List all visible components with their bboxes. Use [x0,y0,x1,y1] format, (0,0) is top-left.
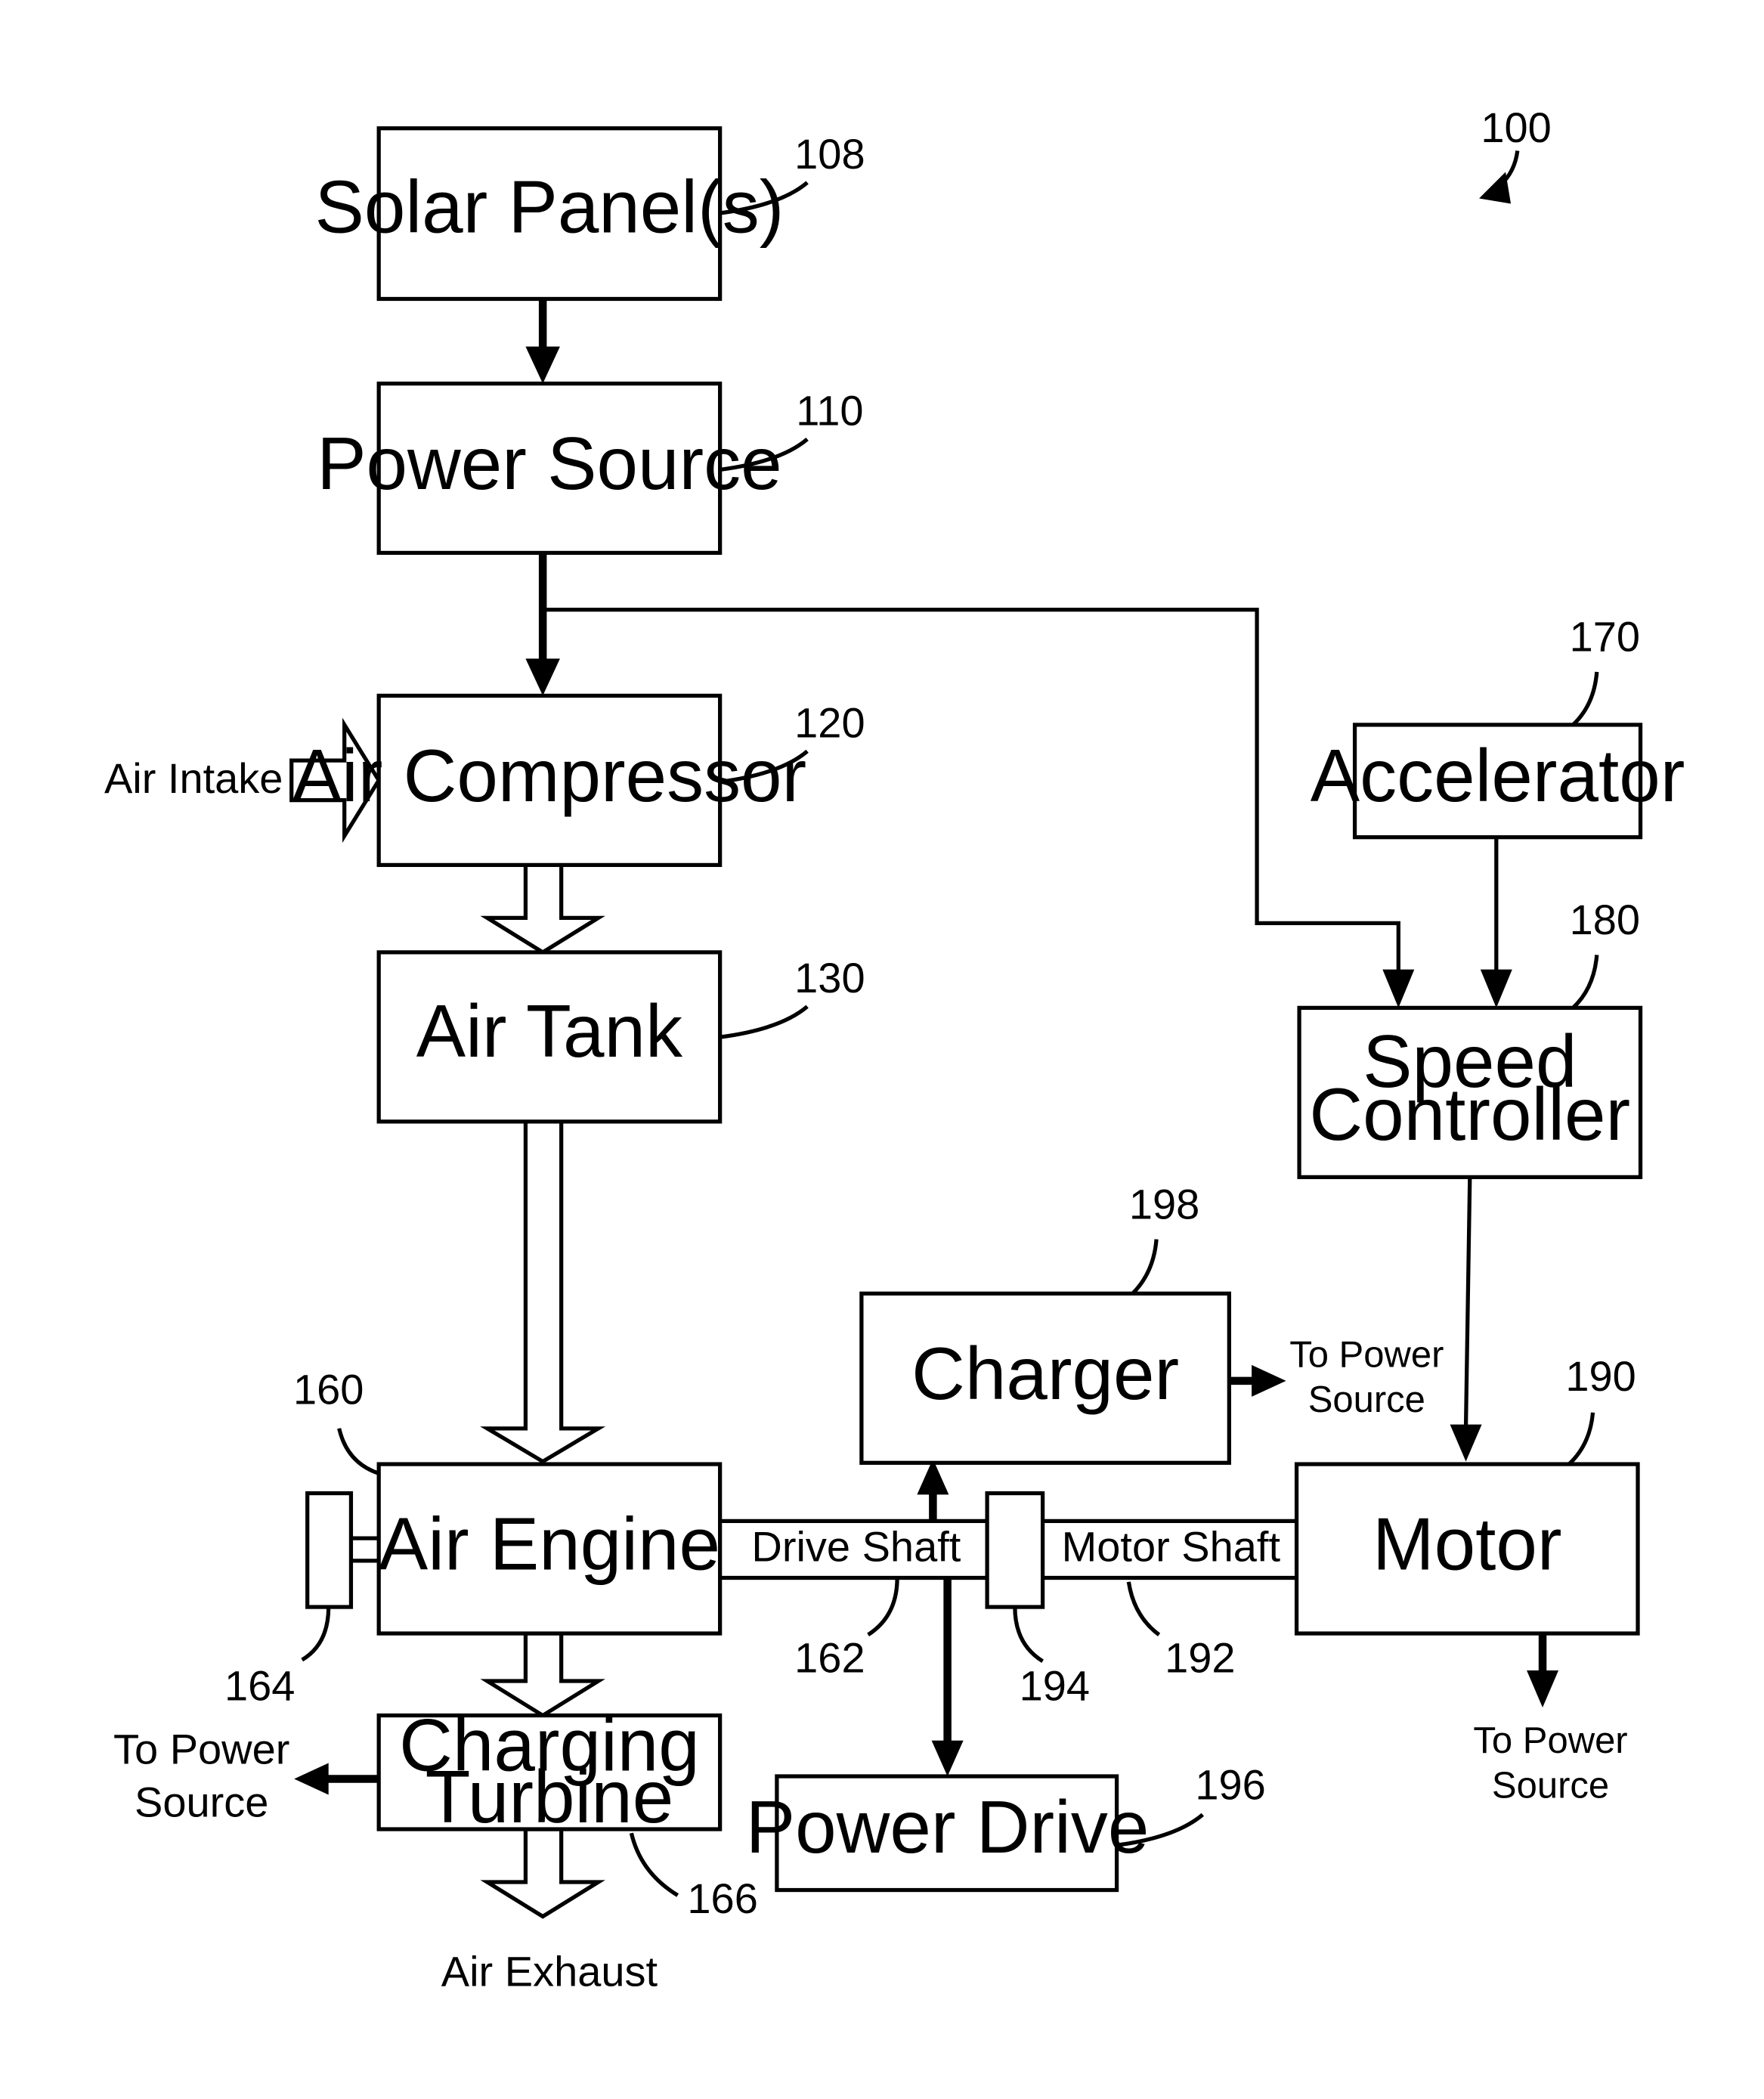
ref-charger: 198 [1129,1180,1199,1228]
arrow-charger-to-power-source [1229,1365,1286,1397]
block-power-drive: Power Drive [746,1776,1150,1890]
air-engine-label: Air Engine [379,1503,720,1586]
engine-flywheel [308,1494,351,1607]
air-intake-label: Air Intake [104,754,283,802]
arrow-shaft-to-power-drive [932,1578,964,1776]
arrow-motor-to-power-source [1527,1633,1558,1707]
arrow-solar-to-power-source [525,299,559,383]
power-drive-label: Power Drive [746,1785,1150,1868]
ref-charging-turbine: 166 [687,1875,757,1922]
block-charging-turbine: Charging Turbine [379,1704,720,1838]
ref-air-engine: 160 [293,1365,364,1413]
ref-air-compressor: 120 [794,698,865,746]
charger-output-label-line2: Source [1308,1379,1425,1420]
arrow-power-source-to-compressor [525,553,559,695]
block-air-engine: Air Engine [379,1464,720,1633]
arrow-speed-controller-to-motor [1450,1177,1482,1461]
block-charger: Charger [862,1293,1229,1463]
ref-power-drive: 196 [1195,1761,1265,1809]
block-air-tank: Air Tank [379,952,720,1122]
solar-panels-label: Solar Panel(s) [315,166,785,249]
air-tank-label: Air Tank [416,989,683,1073]
engine-stub-shaft [351,1538,379,1561]
arrow-turbine-to-power-source [294,1763,379,1795]
drive-shaft-label: Drive Shaft [751,1523,961,1571]
turbine-output-label-line2: Source [135,1778,268,1825]
block-solar-panels: Solar Panel(s) [315,128,785,299]
motor-output-label-line2: Source [1492,1766,1609,1806]
block-speed-controller: Speed Controller [1299,1008,1640,1177]
ref-power-source: 110 [796,386,863,434]
ref-accelerator: 170 [1570,613,1640,661]
turbine-output-label-line1: To Power [113,1725,289,1772]
charger-label: Charger [911,1332,1179,1415]
motor-output-label-line1: To Power [1473,1720,1627,1761]
block-power-source: Power Source [317,383,781,553]
ref-solar-panels: 108 [794,130,865,178]
ref-shaft-coupling: 194 [1020,1661,1090,1709]
block-accelerator: Accelerator [1311,725,1685,837]
figure-number: 100 [1481,104,1551,151]
arrow-shaft-to-charger [917,1459,949,1521]
ref-motor-shaft: 192 [1165,1634,1235,1682]
ref-air-tank: 130 [794,954,865,1002]
charging-turbine-label-line2: Turbine [426,1755,674,1838]
air-flow-arrow-compressor-to-tank [487,865,599,952]
air-exhaust-label: Air Exhaust [441,1947,658,1995]
ref-engine-flywheel: 164 [224,1661,295,1709]
air-exhaust-arrow [487,1829,599,1916]
air-flow-arrow-tank-to-engine [487,1122,599,1462]
figure-pointer [1479,150,1518,203]
motor-label: Motor [1373,1503,1561,1586]
accelerator-label: Accelerator [1311,734,1685,817]
motor-shaft-label: Motor Shaft [1062,1523,1281,1571]
arrow-accelerator-to-speed-controller [1481,837,1512,1008]
power-source-label: Power Source [317,422,781,505]
block-motor: Motor [1297,1464,1638,1633]
charger-output-label-line1: To Power [1289,1334,1444,1375]
shaft-coupling [987,1494,1042,1607]
ref-motor: 190 [1565,1352,1636,1400]
speed-controller-label-line2: Controller [1309,1073,1630,1156]
air-compressor-label: Air Compressor [292,734,807,817]
ref-speed-controller: 180 [1570,896,1640,943]
ref-drive-shaft: 162 [794,1634,865,1682]
